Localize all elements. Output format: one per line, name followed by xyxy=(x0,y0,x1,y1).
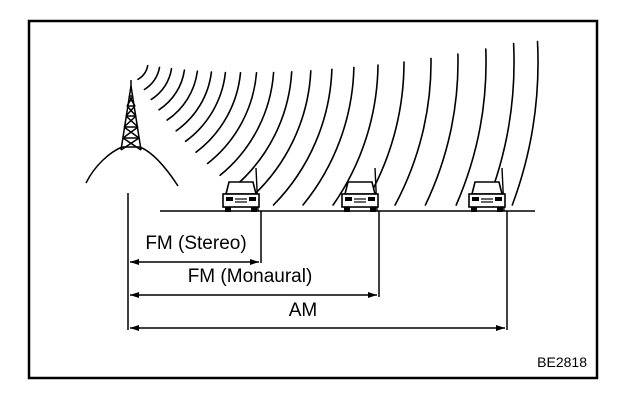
wave-arc xyxy=(150,68,173,101)
diagram-frame xyxy=(27,19,599,380)
wave-arc xyxy=(137,64,149,81)
wave-arc xyxy=(184,71,227,143)
wave-arc xyxy=(206,72,258,165)
fm-stereo-range-arrow xyxy=(130,259,259,265)
hill xyxy=(85,146,179,187)
wave-arc xyxy=(332,64,379,206)
wave-arc xyxy=(511,40,539,206)
wave-arc xyxy=(272,68,333,206)
wave-arc xyxy=(195,72,242,153)
figure-code: BE2818 xyxy=(537,354,587,370)
wave-arc xyxy=(175,71,213,132)
am-label: AM xyxy=(289,300,318,321)
wave-arc xyxy=(219,71,275,177)
broadcast-tower-icon xyxy=(120,80,142,151)
car-icon xyxy=(222,167,260,212)
wave-arc xyxy=(247,70,312,201)
wave-arc xyxy=(455,48,487,206)
wave-arc xyxy=(233,71,293,189)
wave-arc xyxy=(143,66,161,91)
wave-arc xyxy=(302,66,355,206)
wave-arc xyxy=(424,53,459,206)
wave-arc xyxy=(394,57,432,206)
wave-arc xyxy=(158,69,186,111)
am-range-arrow xyxy=(130,325,505,331)
wave-arc xyxy=(166,70,199,121)
fm-stereo-label: FM (Stereo) xyxy=(145,233,246,254)
fm-monaural-label: FM (Monaural) xyxy=(188,266,313,287)
fm-monaural-range-arrow xyxy=(130,292,377,298)
